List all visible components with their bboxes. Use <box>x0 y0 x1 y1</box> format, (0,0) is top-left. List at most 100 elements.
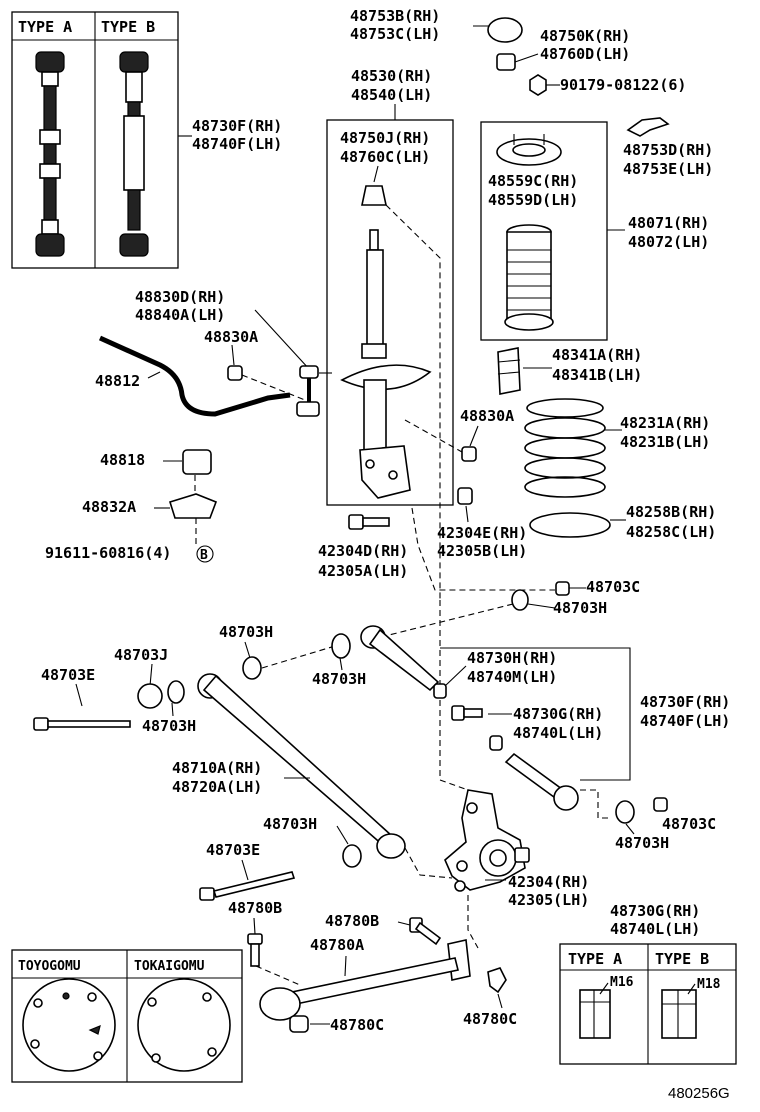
label-48703h-a: 48703H <box>553 599 607 617</box>
washer-48703h-f-icon <box>615 800 635 824</box>
label-91611-ref-b: B <box>200 548 208 563</box>
label-48730f: 48730F(RH) <box>192 117 282 135</box>
nut-type-b-label: TYPE B <box>655 950 709 968</box>
label-48740f-2: 48740F(LH) <box>640 712 730 730</box>
washer-48703h-d-icon <box>167 680 185 704</box>
stabilizer-bar-icon <box>98 335 291 417</box>
inset-link-types: TYPE A TYPE B <box>11 11 179 269</box>
label-48720a: 48720A(LH) <box>172 778 262 796</box>
label-48703h-b: 48703H <box>219 623 273 641</box>
label-48703e-2: 48703E <box>206 841 260 859</box>
label-48072: 48072(LH) <box>628 233 709 251</box>
label-48710a: 48710A(RH) <box>172 759 262 777</box>
label-42304e: 42304E(RH) <box>437 524 527 542</box>
bracket-48832a-icon <box>168 493 218 519</box>
label-48341b: 48341B(LH) <box>552 366 642 384</box>
nut-48730h-icon <box>433 683 447 699</box>
nut-type-b-icon <box>661 983 697 1039</box>
label-48760c: 48760C(LH) <box>340 148 430 166</box>
arm-48730h-icon <box>360 625 440 692</box>
bolt-42304d-icon <box>348 514 390 530</box>
inset-toyogomu-label: TOYOGOMU <box>18 959 81 974</box>
label-48703h-e: 48703H <box>263 815 317 833</box>
nut-m16-label: M16 <box>610 975 634 990</box>
nut-48780c-2-icon <box>487 967 507 994</box>
label-48753b: 48753B(RH) <box>350 7 440 25</box>
arm-48780a-icon <box>259 939 471 1033</box>
label-48730h: 48730H(RH) <box>467 649 557 667</box>
label-48760d: 48760D(LH) <box>540 45 630 63</box>
link-type-a-icon <box>35 51 65 257</box>
label-48753d: 48753D(RH) <box>623 141 713 159</box>
label-48730f-2: 48730F(RH) <box>640 693 730 711</box>
nut-48730g-icon <box>489 735 503 751</box>
dust-boot-icon <box>504 224 554 331</box>
stabilizer-link-icon <box>296 365 332 417</box>
link-type-b-icon <box>119 51 149 257</box>
tokaigomu-bushing-icon <box>137 978 231 1072</box>
inset-nut-types: TYPE A TYPE B M16 M18 <box>559 943 737 1065</box>
label-42304: 42304(RH) <box>508 873 589 891</box>
label-48258c: 48258C(LH) <box>626 523 716 541</box>
label-48830a: 48830A <box>204 328 258 346</box>
label-42305b: 42305B(LH) <box>437 542 527 560</box>
label-48740l-2: 48740L(LH) <box>610 920 700 938</box>
label-42305a: 42305A(LH) <box>318 562 408 580</box>
label-48730g-2: 48730G(RH) <box>610 902 700 920</box>
label-48231a: 48231A(RH) <box>620 414 710 432</box>
label-48780c-2: 48780C <box>463 1010 517 1028</box>
label-48703h-d: 48703H <box>142 717 196 735</box>
label-48559d: 48559D(LH) <box>488 191 578 209</box>
label-42305: 42305(LH) <box>508 891 589 909</box>
label-48341a: 48341A(RH) <box>552 346 642 364</box>
label-48753e: 48753E(LH) <box>623 160 713 178</box>
shock-absorber-group-box <box>326 119 454 506</box>
label-48832a: 48832A <box>82 498 136 516</box>
bracket-48753d-icon <box>626 117 670 137</box>
coil-spring-icon <box>524 398 606 498</box>
bolt-48703e-2-icon <box>199 871 296 901</box>
bolt-48703e-icon <box>33 717 131 731</box>
label-48530: 48530(RH) <box>351 67 432 85</box>
label-48780a: 48780A <box>310 936 364 954</box>
label-48559c: 48559C(RH) <box>488 172 578 190</box>
nut-48703c-icon <box>555 581 570 596</box>
bolt-48780b-icon <box>247 933 263 967</box>
spring-insulator-icon <box>529 512 611 538</box>
nut-type-a-label: TYPE A <box>568 950 622 968</box>
arm-48730f-icon <box>504 752 579 811</box>
label-48780c: 48780C <box>330 1016 384 1034</box>
label-48703e: 48703E <box>41 666 95 684</box>
label-48812: 48812 <box>95 372 140 390</box>
strut-bushing-icon <box>496 53 516 71</box>
label-48750k: 48750K(RH) <box>540 27 630 45</box>
label-48703h-f: 48703H <box>615 834 669 852</box>
washer-48703j-icon <box>137 683 163 709</box>
bolt-42304e-icon <box>457 487 473 505</box>
nut-48703c-2-icon <box>653 797 668 812</box>
washer-48703h-b-icon <box>242 656 262 680</box>
label-48540: 48540(LH) <box>351 86 432 104</box>
label-90179: 90179-08122(6) <box>560 76 686 94</box>
label-91611: 91611-60816(4) <box>45 544 171 562</box>
knuckle-icon <box>444 789 530 892</box>
diagram-code: 480256G <box>668 1085 730 1102</box>
label-48740f: 48740F(LH) <box>192 135 282 153</box>
inset-type-a-label: TYPE A <box>18 18 72 36</box>
label-48840a: 48840A(LH) <box>135 306 225 324</box>
label-48071: 48071(RH) <box>628 214 709 232</box>
strut-cap-icon <box>487 17 523 43</box>
arm-48710a-icon <box>197 673 406 859</box>
label-48730g: 48730G(RH) <box>513 705 603 723</box>
shock-absorber-icon <box>340 185 432 499</box>
bushing-48818-icon <box>182 449 212 475</box>
nut-90179-icon <box>529 74 547 96</box>
washer-48703h-a-icon <box>511 589 529 611</box>
label-48703h-c: 48703H <box>312 670 366 688</box>
inset-tokaigomu-label: TOKAIGOMU <box>134 959 205 974</box>
toyogomu-bushing-icon <box>22 978 116 1072</box>
nut-type-a-icon <box>579 982 611 1039</box>
bump-stopper-icon <box>497 347 521 395</box>
nut-48830a-2-icon <box>461 446 477 462</box>
